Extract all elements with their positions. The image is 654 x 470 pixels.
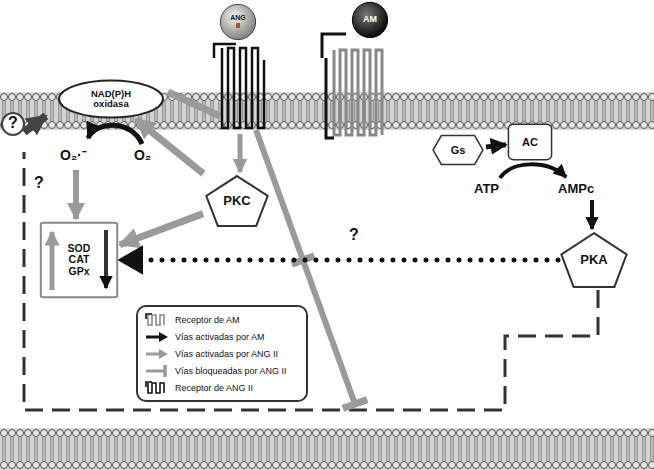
outline — [220, 4, 255, 39]
node-text: ANG II — [228, 14, 248, 29]
species-label: O₂·⁻ — [60, 148, 87, 163]
question-mark: ? — [8, 114, 18, 132]
legend-icon — [144, 364, 170, 378]
legend-box: Receptor de AM Vías activadas por AM Vías … — [136, 305, 308, 402]
o2-curve-arrow — [88, 125, 142, 144]
outline — [41, 223, 117, 297]
activation-arrow — [120, 214, 203, 245]
am-receptor-frame — [322, 34, 346, 138]
receptor-pkc-arrow — [238, 134, 243, 172]
question-bubble — [2, 113, 24, 135]
angii-receptor — [214, 44, 264, 128]
legend-text: Vías activadas por ANG II — [175, 349, 278, 359]
outline — [352, 2, 387, 37]
am-receptor — [334, 50, 382, 135]
superoxide-arrow — [73, 170, 79, 219]
decrease-arrow — [104, 230, 108, 288]
node-text: NAD(P)H oxidasa — [80, 89, 142, 110]
node-text: AC — [522, 136, 538, 148]
camp-pka-arrow — [590, 200, 594, 229]
legend-icon — [144, 313, 170, 327]
node-text: Gs — [451, 144, 466, 156]
enzyme-ellipse: NAD(P)H oxidasa — [58, 80, 164, 118]
species-label: O₂ — [134, 148, 151, 163]
enzyme-box: AC — [508, 124, 552, 160]
activation-arrow — [136, 119, 203, 174]
unknown-arrow — [24, 116, 46, 132]
legend-text: Vías activadas por AM — [175, 332, 265, 342]
legend-row: Receptor de ANG II — [144, 379, 300, 396]
enzyme-box: SOD CAT GPx — [40, 222, 118, 298]
activation-arrow — [486, 145, 506, 147]
legend-text: Vías bloqueadas por ANG II — [175, 366, 287, 376]
membrane-bottom — [0, 428, 654, 470]
membrane-bottom-lipids — [0, 428, 654, 470]
legend-row: Receptor de AM — [144, 311, 300, 328]
ligand-circle: ANG II — [220, 4, 256, 40]
node-text: PKC — [223, 194, 250, 208]
legend-icon — [144, 347, 170, 361]
outline — [59, 80, 163, 117]
outline — [433, 136, 483, 165]
outline — [206, 176, 267, 226]
metabolite-label: AMPc — [558, 182, 594, 196]
legend-icon — [144, 330, 170, 344]
atp-camp-arrow — [500, 164, 566, 178]
legend-row: Vías bloqueadas por ANG II — [144, 362, 300, 379]
node-text: PKA — [580, 253, 607, 267]
outline — [508, 124, 551, 159]
legend-text: Receptor de ANG II — [175, 383, 253, 393]
metabolite-label: ATP — [474, 182, 499, 196]
inhibition-bar — [343, 400, 367, 409]
outline — [561, 233, 626, 287]
node-text: AM — [363, 15, 377, 25]
question-mark: ? — [34, 174, 44, 192]
question-mark: ? — [349, 226, 359, 244]
legend-text: Receptor de AM — [175, 315, 240, 325]
angii-oxidase-link — [168, 92, 220, 116]
kinase-pentagon: PKA — [560, 232, 628, 288]
g-protein-hexagon: Gs — [432, 135, 484, 165]
ligand-circle: AM — [352, 2, 388, 38]
dotted-arrow — [120, 258, 558, 263]
kinase-pentagon: PKC — [205, 175, 269, 227]
increase-arrow — [50, 232, 55, 290]
legend-row: Vías activadas por ANG II — [144, 345, 300, 362]
legend-icon — [144, 381, 170, 395]
node-text: SOD CAT GPx — [61, 243, 97, 278]
legend-row: Vías activadas por AM — [144, 328, 300, 345]
